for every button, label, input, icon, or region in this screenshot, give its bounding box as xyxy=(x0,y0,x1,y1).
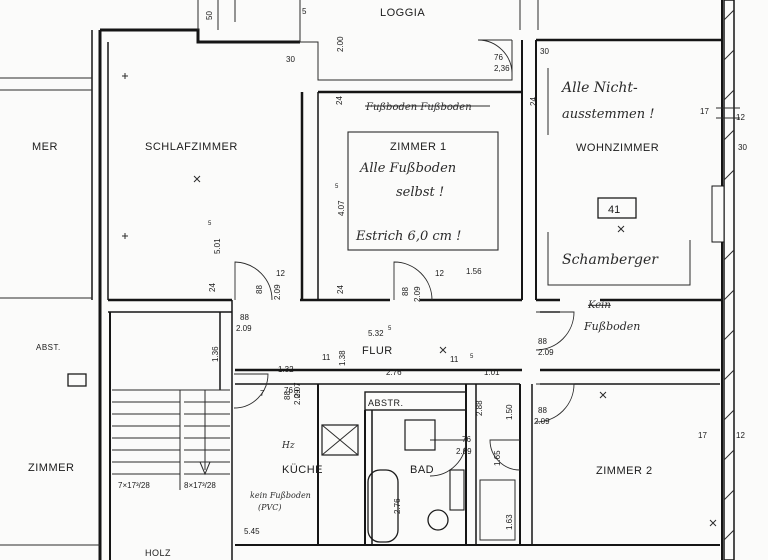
dim-885e: 88 xyxy=(538,406,547,415)
dim-sup5: 5 xyxy=(470,354,474,360)
walls xyxy=(0,0,740,560)
dim-24a: 24 xyxy=(335,96,344,105)
dim-5: 5 xyxy=(302,7,307,16)
room-flur: FLUR xyxy=(362,345,393,357)
fixtures xyxy=(321,419,516,543)
bathtub xyxy=(367,469,399,543)
note-z2-strike: Kein xyxy=(587,300,611,311)
dim-276b: 2.76 xyxy=(393,498,402,514)
doors xyxy=(233,39,575,477)
dim-50: 50 xyxy=(205,11,214,20)
dim-132: 1.32 xyxy=(278,365,294,374)
dim-532: 5.32 xyxy=(368,329,384,338)
dim-885c: 88 xyxy=(240,313,249,322)
dim-209a: 2.09 xyxy=(273,284,282,300)
room-schlafzimmer: SCHLAFZIMMER xyxy=(145,141,238,153)
room-abst: ABST. xyxy=(36,343,61,352)
dim-30c: 30 xyxy=(738,143,747,152)
dim-125c: 12 xyxy=(736,113,745,122)
room-bad: BAD xyxy=(410,464,434,476)
dim-163: 1.63 xyxy=(505,514,514,530)
dim-175a: 17 xyxy=(698,431,707,440)
cross-marks xyxy=(122,73,717,527)
dim-209b: 2.09 xyxy=(413,286,422,302)
note-frames xyxy=(347,68,691,286)
note-wohn-line1: Alle Nicht- xyxy=(560,80,638,96)
dim-24c: 24 xyxy=(208,283,217,292)
note-z1-line2: selbst ! xyxy=(396,185,444,200)
dim-76b: 76 xyxy=(284,386,293,395)
room-labels: LOGGIA SCHLAFZIMMER ZIMMER 1 WOHNZIMMER … xyxy=(28,7,659,558)
dim-136: 1.36 xyxy=(211,346,220,362)
dim-115b: 11 xyxy=(450,355,459,364)
dim-407: 4.07 xyxy=(337,200,346,216)
note-kueche-1: kein Fußboden xyxy=(250,491,311,500)
room-mer: MER xyxy=(32,141,58,153)
sink xyxy=(404,419,436,451)
dim-30b: 30 xyxy=(540,47,549,56)
note-z1-line3: Estrich 6,0 cm ! xyxy=(355,229,461,244)
dim-532-sup: 5 xyxy=(388,326,392,332)
dim-7: 7 xyxy=(260,389,265,398)
room-loggia: LOGGIA xyxy=(380,7,425,19)
dim-209e: 2.09 xyxy=(534,417,550,426)
dim-76c: 76 xyxy=(462,435,471,444)
dim-209f: 2.09 xyxy=(293,389,302,405)
dim-150: 1.50 xyxy=(505,404,514,420)
room-zimmer-left: ZIMMER xyxy=(28,462,74,474)
dim-545: 5.45 xyxy=(244,527,260,536)
dim-885b: 88 xyxy=(401,287,410,296)
dim-885f: 88 xyxy=(283,391,292,400)
dim-407-sup: 5 xyxy=(335,184,339,190)
dim-885a: 88 xyxy=(255,285,264,294)
dim-165: 1.65 xyxy=(493,450,502,466)
dim-2-00: 2.00 xyxy=(336,36,345,52)
unit-number: 41 xyxy=(608,204,620,216)
dim-885d: 88 xyxy=(538,337,547,346)
dim-stair1: 7×17³/28 xyxy=(118,481,150,490)
room-zimmer1: ZIMMER 1 xyxy=(390,141,447,153)
dim-115a: 11 xyxy=(322,353,331,362)
room-abstr: ABSTR. xyxy=(368,398,404,408)
dim-209c: 2.09 xyxy=(236,324,252,333)
dim-209g: 2.09 xyxy=(456,447,472,456)
toilet xyxy=(427,509,449,531)
note-kueche-2: (PVC) xyxy=(258,503,282,512)
name-label: Schamberger xyxy=(562,252,659,268)
room-holz: HOLZ xyxy=(145,548,171,558)
room-wohnzimmer: WOHNZIMMER xyxy=(576,142,659,154)
dim-276a: 2.76 xyxy=(386,368,402,377)
dim-stair2: 8×17³/28 xyxy=(184,481,216,490)
staircase xyxy=(112,389,230,490)
dim-125d: 12 xyxy=(736,431,745,440)
dim-24d: 24 xyxy=(336,285,345,294)
note-kueche-mark: Hz xyxy=(281,441,295,451)
note-z1-strike: Fußboden Fußboden xyxy=(365,102,472,113)
handwritten-notes: Alle Nicht- ausstemmen ! Fußboden Fußbod… xyxy=(250,80,659,512)
dim-156: 1.56 xyxy=(466,267,482,276)
dim-288: 2.88 xyxy=(475,400,484,416)
dim-125b: 12 xyxy=(435,269,444,278)
dim-236: 2,36 xyxy=(494,64,510,73)
dimensions: 2.00 30 30 50 76 2,36 24 24 24 24 4.07 5… xyxy=(118,7,747,536)
dim-138: 1.38 xyxy=(338,350,347,366)
note-z1-line1: Alle Fußboden xyxy=(359,161,456,176)
note-z2-sub: Fußboden xyxy=(583,320,640,333)
dim-175b: 17 xyxy=(700,107,709,116)
dim-101: 1.01 xyxy=(484,368,500,377)
note-wohn-line2: ausstemmen ! xyxy=(562,107,654,122)
room-kueche: KÜCHE xyxy=(282,464,323,476)
dim-501: 5.01 xyxy=(213,238,222,254)
unit-number-box xyxy=(597,197,637,219)
dim-125a: 12 xyxy=(276,269,285,278)
dim-76a: 76 xyxy=(494,53,503,62)
stove xyxy=(321,424,359,456)
dim-209d: 2.09 xyxy=(538,348,554,357)
dim-501-sup: 5 xyxy=(208,221,212,227)
room-zimmer2: ZIMMER 2 xyxy=(596,465,653,477)
dim-207: 2.07 xyxy=(293,382,302,398)
dim-30a: 30 xyxy=(286,55,295,64)
dim-24b: 24 xyxy=(529,97,538,106)
